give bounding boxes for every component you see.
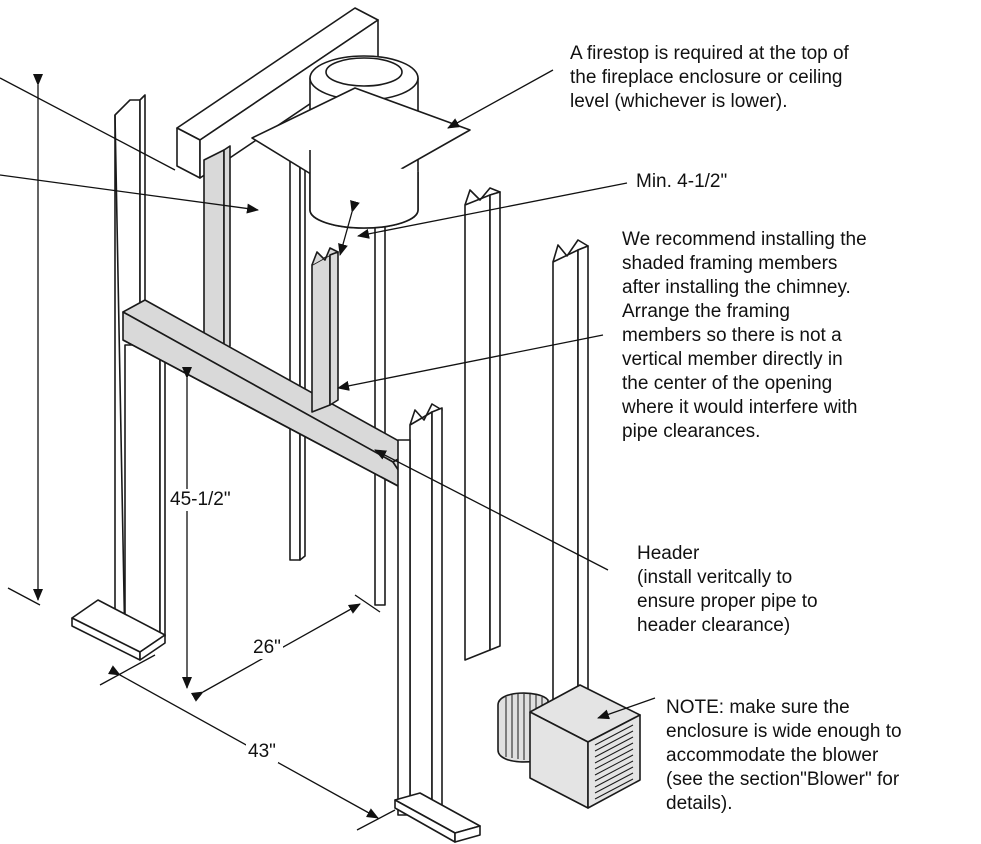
- leader-header: [374, 449, 609, 571]
- recommend-line-1: We recommend installing the: [622, 229, 867, 250]
- shaded-post-left: [203, 145, 231, 357]
- shaded-post-center: [311, 247, 339, 413]
- rear-post-right: [464, 187, 501, 661]
- blower-note: NOTE: make sure the enclosure is wide en…: [666, 696, 902, 816]
- firestop-note: A firestop is required at the top of the…: [570, 42, 849, 114]
- height-dimension-label: 45-1/2": [168, 489, 233, 511]
- rear-post-right-inner: [374, 199, 386, 606]
- recommend-note: We recommend installing the shaded frami…: [622, 228, 867, 444]
- firestop-line-1: A firestop is required at the top of: [570, 43, 849, 64]
- rear-post-far-right: [552, 239, 589, 731]
- header-line-1: Header: [637, 543, 700, 564]
- blower-line-3: accommodate the blower: [666, 745, 879, 766]
- depth-dimension-label: 26": [251, 637, 283, 659]
- header-line-2: (install veritcally to: [637, 567, 793, 588]
- right-front-post: [397, 403, 443, 816]
- recommend-line-5: members so there is not a: [622, 325, 842, 346]
- leader-firestop: [447, 69, 554, 129]
- left-sole-plate: [71, 599, 166, 661]
- header-line-4: header clearance): [637, 615, 791, 636]
- header-note: Header (install veritcally to ensure pro…: [637, 542, 818, 638]
- recommend-line-6: vertical member directly in: [622, 349, 843, 370]
- blower-line-5: details).: [666, 793, 733, 814]
- recommend-line-7: the center of the opening: [622, 373, 833, 394]
- clearance-arrow: [338, 200, 360, 256]
- leader-min-clearance: [357, 182, 628, 239]
- blower-line-2: enclosure is wide enough to: [666, 721, 902, 742]
- rear-post-center: [289, 145, 306, 561]
- width-dimension-label: 43": [246, 741, 278, 763]
- firestop-line-2: the fireplace enclosure or ceiling: [570, 67, 843, 88]
- header-line-3: ensure proper pipe to: [637, 591, 818, 612]
- blower-box: [529, 684, 641, 809]
- recommend-line-3: after installing the chimney.: [622, 277, 851, 298]
- recommend-line-8: where it would interfere with: [622, 397, 858, 418]
- leader-left: [0, 174, 259, 214]
- left-front-post: [124, 339, 166, 641]
- recommend-line-4: Arrange the framing: [622, 301, 790, 322]
- recommend-line-9: pipe clearances.: [622, 421, 761, 442]
- recommend-line-2: shaded framing members: [622, 253, 838, 274]
- leader-recommend: [337, 334, 604, 391]
- min-clearance-note: Min. 4-1/2": [636, 171, 728, 192]
- leader-blower: [597, 697, 656, 720]
- shaded-header: [122, 299, 416, 496]
- blower-line-1: NOTE: make sure the: [666, 697, 850, 718]
- right-sole-plate: [394, 792, 481, 843]
- blower-line-4: (see the section"Blower" for: [666, 769, 900, 790]
- firestop-line-3: level (whichever is lower).: [570, 91, 788, 112]
